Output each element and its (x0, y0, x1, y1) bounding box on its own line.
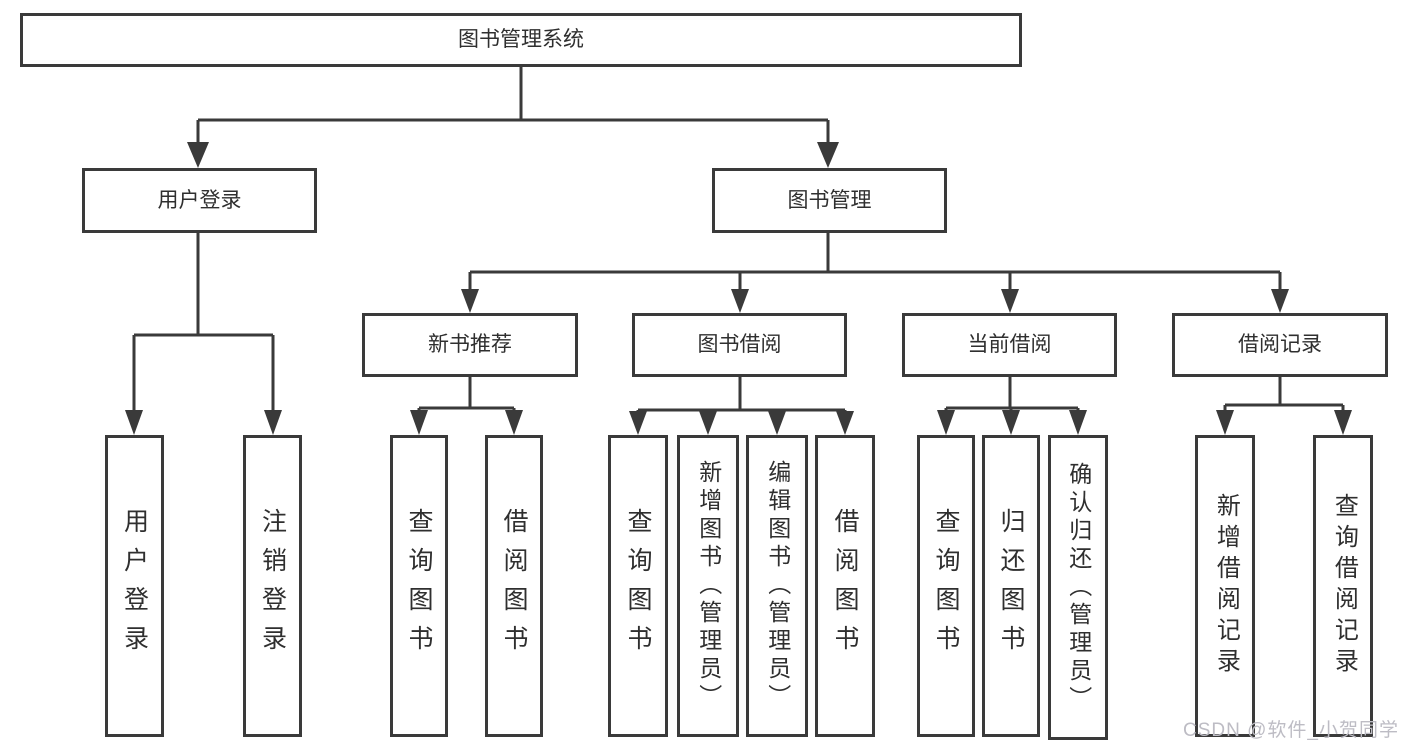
leaf-add-borrow-record: 新增借阅记录 (1195, 435, 1255, 737)
node-library-management-system: 图书管理系统 (20, 13, 1022, 67)
leaf-current-query-books: 查询图书 (917, 435, 975, 737)
leaf-borrow-books: 借阅图书 (815, 435, 875, 737)
node-new-book-recommend: 新书推荐 (362, 313, 578, 377)
watermark-text: CSDN @软件_小贺同学 (1183, 720, 1399, 741)
leaf-borrow-query-books: 查询图书 (608, 435, 668, 737)
arrowheads (125, 142, 1352, 435)
leaf-edit-books-admin: 编辑图书（管理员） (746, 435, 808, 737)
leaf-user-login: 用户登录 (105, 435, 164, 737)
leaf-add-books-admin: 新增图书（管理员） (677, 435, 739, 737)
leaf-confirm-return-admin: 确认归还（管理员） (1048, 435, 1108, 740)
node-book-borrow: 图书借阅 (632, 313, 847, 377)
leaf-return-books: 归还图书 (982, 435, 1040, 737)
node-current-borrow: 当前借阅 (902, 313, 1117, 377)
leaf-recommend-borrow-books: 借阅图书 (485, 435, 543, 737)
node-borrow-records: 借阅记录 (1172, 313, 1388, 377)
leaf-query-borrow-record: 查询借阅记录 (1313, 435, 1373, 737)
node-book-management: 图书管理 (712, 168, 947, 233)
leaf-recommend-query-books: 查询图书 (390, 435, 448, 737)
node-user-login: 用户登录 (82, 168, 317, 233)
leaf-logout: 注销登录 (243, 435, 302, 737)
